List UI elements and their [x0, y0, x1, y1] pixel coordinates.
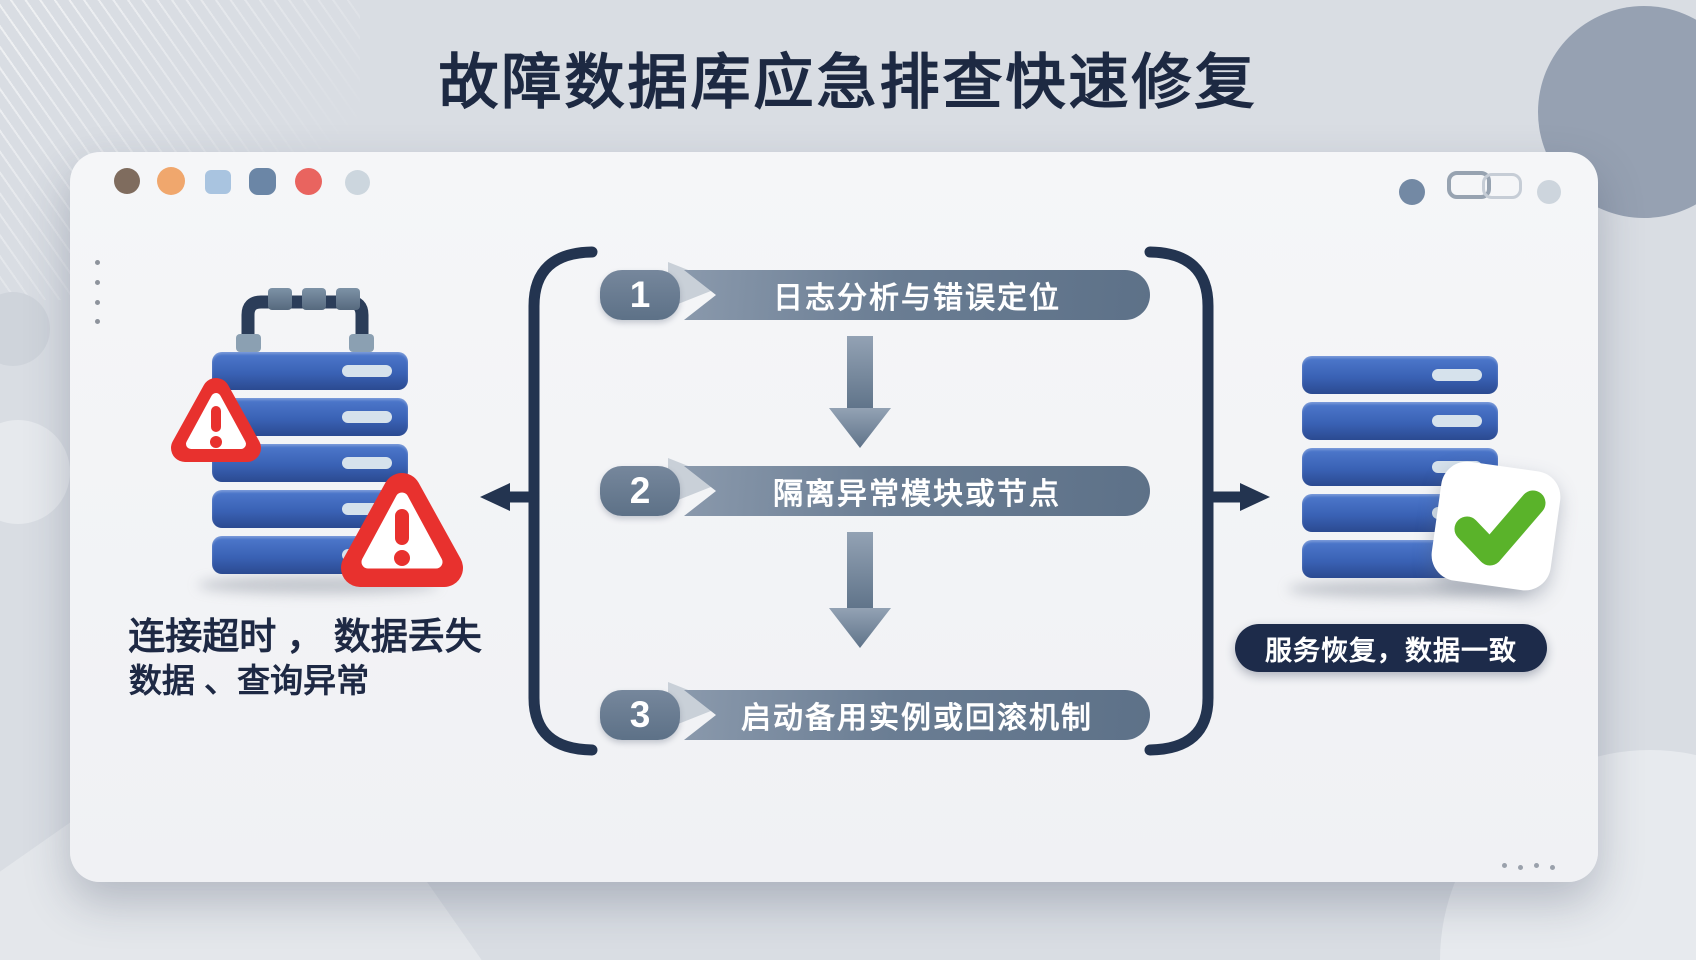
step-3-badge: 3	[600, 690, 680, 740]
failure-caption-line2: 数据 、查询异常	[128, 662, 370, 699]
cable-plug-icon	[349, 334, 374, 352]
failed-database-stack-icon	[212, 352, 408, 582]
background-circle-decoration	[0, 292, 50, 366]
step-1-banner: 日志分析与错误定位	[684, 270, 1150, 320]
disk-light	[342, 457, 392, 469]
window-control-button-icon-2[interactable]	[1537, 180, 1561, 204]
shadow	[1288, 580, 1528, 598]
step-2-number: 2	[629, 470, 651, 511]
dot-decoration	[95, 260, 100, 265]
step-1-badge: 1	[600, 270, 680, 320]
database-disk	[1302, 356, 1498, 394]
step-2-label: 隔离异常模块或节点	[773, 478, 1061, 511]
step-1-label: 日志分析与错误定位	[773, 282, 1061, 315]
step-2-badge: 2	[600, 466, 680, 516]
background-circle-decoration	[0, 420, 70, 524]
step-3-banner: 启动备用实例或回滚机制	[684, 690, 1150, 740]
failure-caption-line1: 连接超时 ， 数据丢失	[128, 616, 482, 657]
disk-light	[342, 365, 392, 377]
page-title: 故障数据库应急排查快速修复	[438, 49, 1258, 116]
clip-outline-icon[interactable]	[1447, 171, 1491, 199]
disk-light	[1432, 415, 1482, 427]
step-2-banner: 隔离异常模块或节点	[684, 466, 1150, 516]
window-dot-4[interactable]	[249, 168, 276, 195]
recovery-status-text: 服务恢复，数据一致	[1265, 635, 1517, 666]
dot-decoration	[95, 280, 100, 285]
database-disk	[1302, 402, 1498, 440]
window-dot-5[interactable]	[295, 168, 322, 195]
dot-decoration	[1518, 865, 1523, 870]
step-1-number: 1	[629, 274, 651, 315]
network-connector-icon	[302, 288, 326, 310]
window-dot-1[interactable]	[114, 168, 140, 194]
network-connector-icon	[336, 288, 360, 310]
dot-decoration	[95, 300, 100, 305]
dot-decoration	[1502, 863, 1507, 868]
warning-triangle-icon	[341, 473, 463, 587]
disk-light	[342, 411, 392, 423]
window-control-button-icon[interactable]	[1399, 179, 1425, 205]
dot-decoration	[1550, 865, 1555, 870]
cable-plug-icon	[236, 334, 261, 352]
disk-light	[1432, 369, 1482, 381]
network-connector-icon	[268, 288, 292, 310]
step-3-label: 启动备用实例或回滚机制	[741, 702, 1093, 735]
step-3-number: 3	[629, 694, 651, 735]
warning-triangle-icon	[171, 378, 261, 462]
window-dot-3[interactable]	[205, 170, 231, 194]
dot-decoration	[1534, 863, 1539, 868]
window-dot-6[interactable]	[345, 170, 370, 195]
database-disk	[212, 352, 408, 390]
window-dot-2[interactable]	[157, 167, 185, 195]
recovery-status-pill: 服务恢复，数据一致	[1235, 624, 1547, 672]
clip-outline-icon-2	[1482, 173, 1522, 199]
dot-decoration	[95, 319, 100, 324]
check-icon	[1439, 469, 1555, 585]
